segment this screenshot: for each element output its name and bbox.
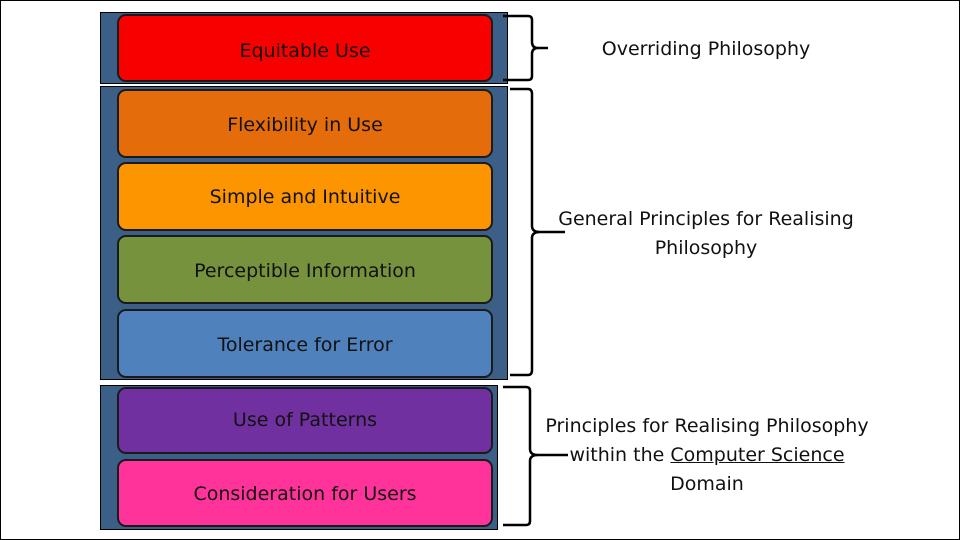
layer-use-of-patterns: Use of Patterns <box>117 387 493 454</box>
brace-general <box>510 87 565 377</box>
label-line: Overriding Philosophy <box>601 38 811 60</box>
computer-science-link-text: Computer Science <box>670 444 845 466</box>
label-line: General Principles for Realising <box>558 208 854 230</box>
layer-tolerance-for-error: Tolerance for Error <box>117 309 493 378</box>
brace-cs-domain <box>503 385 568 527</box>
label-text: within the <box>569 444 671 466</box>
layer-flexibility-in-use: Flexibility in Use <box>117 89 493 158</box>
group-label-cs-domain: Principles for Realising Philosophy with… <box>535 412 879 499</box>
group-label-overriding: Overriding Philosophy <box>560 35 852 64</box>
layer-label: Consideration for Users <box>193 483 417 505</box>
layer-label: Flexibility in Use <box>227 114 383 136</box>
layer-label: Perceptible Information <box>194 260 416 282</box>
layer-perceptible-information: Perceptible Information <box>117 235 493 304</box>
label-line: Philosophy <box>654 237 758 259</box>
group-label-general: General Principles for Realising Philoso… <box>546 205 866 263</box>
layer-label: Tolerance for Error <box>217 334 393 356</box>
label-line: within the Computer Science <box>535 441 879 470</box>
label-line: Principles for Realising Philosophy <box>545 415 869 437</box>
label-line: Domain <box>670 473 744 495</box>
layer-label: Equitable Use <box>239 40 371 62</box>
layer-simple-and-intuitive: Simple and Intuitive <box>117 162 493 231</box>
layer-consideration-for-users: Consideration for Users <box>117 459 493 527</box>
layer-equitable-use: Equitable Use <box>117 14 493 82</box>
layer-label: Use of Patterns <box>232 409 378 431</box>
layer-label: Simple and Intuitive <box>209 186 401 208</box>
brace-philosophy <box>503 14 548 82</box>
